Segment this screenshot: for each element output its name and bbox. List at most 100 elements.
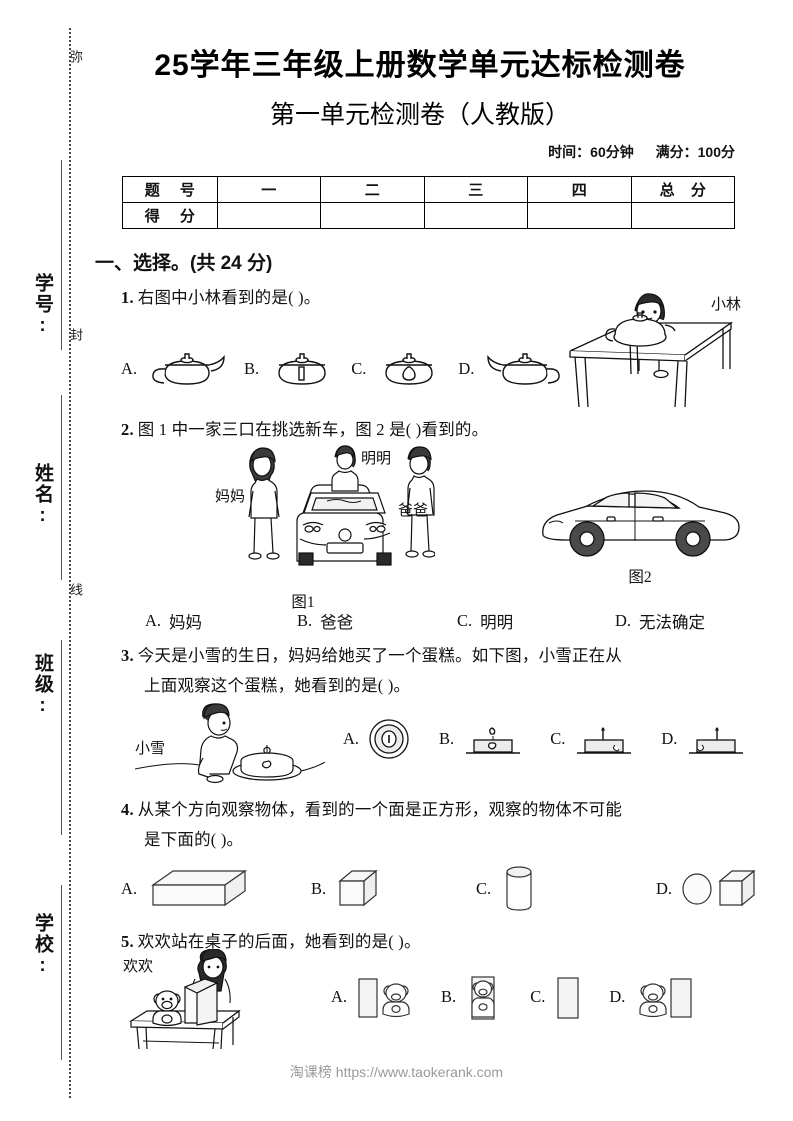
option-key: A. xyxy=(343,729,360,748)
section-title-choice: 一、选择。(共 24 分) xyxy=(95,253,273,274)
score-cell-3[interactable] xyxy=(423,202,529,229)
score-cell-4[interactable] xyxy=(527,202,632,229)
box-left-bear-right-icon xyxy=(358,978,410,1018)
question-1: 1.右图中小林看到的是( )。 xyxy=(95,283,755,411)
question-4-option-d[interactable]: D. xyxy=(656,865,760,913)
option-key: A. xyxy=(121,359,138,378)
question-1-figure: 小林 xyxy=(535,279,760,409)
exam-meta: 时间：60分钟 满分：100分 xyxy=(530,142,735,162)
question-1-option-c[interactable]: C. xyxy=(351,347,444,391)
question-2: 2.图 1 中一家三口在挑选新车，图 2 是( )看到的。 xyxy=(95,415,755,637)
question-4-number: 4. xyxy=(121,800,134,819)
question-4-option-a[interactable]: A. xyxy=(121,865,311,913)
teapot-back-icon xyxy=(385,353,434,385)
question-2-option-a[interactable]: A. 妈妈 xyxy=(145,609,297,633)
exam-content: 一、选择。(共 24 分) 1.右图中小林看到的是( )。 xyxy=(95,248,756,1051)
field-class: 班级: xyxy=(32,652,53,718)
field-school: 学校: xyxy=(32,912,53,978)
question-1-options: A. B. xyxy=(95,347,567,391)
option-label: 无法确定 xyxy=(639,613,706,632)
row-label-score: 得 分 xyxy=(122,202,218,229)
table-row-question-numbers: 题 号 一 二 三 四 总 分 xyxy=(122,176,735,203)
option-label: 明明 xyxy=(480,613,514,632)
question-4: 4.从某个方向观察物体，看到的一个面是正方形，观察的物体不可能 是下面的( )。… xyxy=(95,795,756,923)
teapot-front-icon xyxy=(278,353,326,385)
cell-section-3: 三 xyxy=(423,176,529,203)
question-3-option-c[interactable]: C. xyxy=(550,717,635,761)
cube-icon xyxy=(338,869,378,907)
question-1-option-d[interactable]: D. xyxy=(458,347,567,391)
cake-side-candle-left-icon xyxy=(689,727,744,754)
question-4-text-line2-row: 是下面的( )。 xyxy=(95,825,755,855)
cylinder-icon xyxy=(506,866,532,911)
question-5-options: A. B. xyxy=(331,969,695,1025)
cell-section-1: 一 xyxy=(216,176,322,203)
option-key: B. xyxy=(297,611,313,630)
question-1-text: 右图中小林看到的是( )。 xyxy=(137,288,321,307)
option-label: 妈妈 xyxy=(169,613,203,632)
question-3: 3.今天是小雪的生日，妈妈给她买了一个蛋糕。如下图，小雪正在从 上面观察这个蛋糕… xyxy=(95,641,755,791)
question-2-caption-2: 图2 xyxy=(628,569,652,586)
cake-side-candle-right-icon xyxy=(577,727,632,754)
option-key: B. xyxy=(439,729,455,748)
question-5-option-a[interactable]: A. xyxy=(331,969,417,1025)
field-name: 姓名: xyxy=(32,462,53,528)
question-2-figure-1: 妈妈 明明 爸爸 图1 xyxy=(215,443,435,612)
site-watermark: 淘课榜 https://www.taokerank.com xyxy=(289,1064,504,1080)
question-4-option-b[interactable]: B. xyxy=(311,865,476,913)
option-key: A. xyxy=(331,987,348,1006)
teapot-right-handle-icon xyxy=(487,353,561,385)
question-3-option-a[interactable]: A. xyxy=(343,717,411,761)
option-key: C. xyxy=(550,729,566,748)
sphere-and-cube-icon xyxy=(682,869,756,907)
score-table: 题 号 一 二 三 四 总 分 得 分 xyxy=(122,176,735,229)
question-2-option-c[interactable]: C. 明明 xyxy=(457,609,615,633)
page-title: 25学年三年级上册数学单元达标检测卷 xyxy=(154,49,686,82)
option-key: B. xyxy=(244,359,260,378)
question-5-option-b[interactable]: B. xyxy=(441,969,504,1025)
question-5-figure: 欢欢 xyxy=(123,949,293,1049)
label-father: 爸爸 xyxy=(398,502,428,519)
question-3-text-line2: 上面观察这个蛋糕，她看到的是( )。 xyxy=(144,676,411,695)
question-2-number: 2. xyxy=(121,420,134,439)
question-3-options: A. B. xyxy=(343,717,747,761)
question-4-text-row-1: 4.从某个方向观察物体，看到的一个面是正方形，观察的物体不可能 xyxy=(95,795,755,825)
question-2-figure-2: 图2 xyxy=(535,473,745,587)
box-only-icon xyxy=(557,977,579,1019)
question-2-caption-1: 图1 xyxy=(291,594,315,611)
option-key: C. xyxy=(351,359,367,378)
bear-left-box-right-icon xyxy=(639,978,692,1018)
cake-top-view-icon xyxy=(369,719,409,759)
question-3-text-line1: 今天是小雪的生日，妈妈给她买了一个蛋糕。如下图，小雪正在从 xyxy=(137,646,623,665)
score-cell-2[interactable] xyxy=(320,202,425,229)
question-1-option-a[interactable]: A. xyxy=(121,347,230,391)
option-key: A. xyxy=(121,879,138,898)
question-5-option-c[interactable]: C. xyxy=(530,969,583,1025)
seal-dotted-line xyxy=(69,28,71,1098)
margin-rule-1 xyxy=(61,160,62,350)
question-3-option-b[interactable]: B. xyxy=(439,717,524,761)
question-3-option-d[interactable]: D. xyxy=(661,717,747,761)
question-4-option-c[interactable]: C. xyxy=(476,863,656,915)
cell-section-4: 四 xyxy=(527,176,632,203)
question-5: 5.欢欢站在桌子的后面，她看到的是( )。 xyxy=(95,927,755,1049)
option-key: D. xyxy=(609,987,626,1006)
teapot-left-handle-icon xyxy=(152,353,225,385)
bear-behind-box-icon xyxy=(471,976,495,1020)
question-5-option-d[interactable]: D. xyxy=(609,969,695,1025)
label-child: 明明 xyxy=(361,450,391,467)
option-key: D. xyxy=(656,879,673,898)
question-2-option-b[interactable]: B. 爸爸 xyxy=(297,609,457,633)
question-1-number: 1. xyxy=(121,288,134,307)
score-cell-total[interactable] xyxy=(630,202,735,229)
option-key: D. xyxy=(661,729,678,748)
question-1-option-b[interactable]: B. xyxy=(244,347,337,391)
score-cell-1[interactable] xyxy=(216,202,322,229)
question-5-figure-label: 欢欢 xyxy=(123,958,153,975)
question-3-text-row-1: 3.今天是小雪的生日，妈妈给她买了一个蛋糕。如下图，小雪正在从 xyxy=(95,641,755,671)
margin-rule-3 xyxy=(61,640,62,835)
margin-rule-2 xyxy=(61,395,62,580)
option-key: C. xyxy=(530,987,546,1006)
question-2-option-d[interactable]: D. 无法确定 xyxy=(615,609,705,633)
